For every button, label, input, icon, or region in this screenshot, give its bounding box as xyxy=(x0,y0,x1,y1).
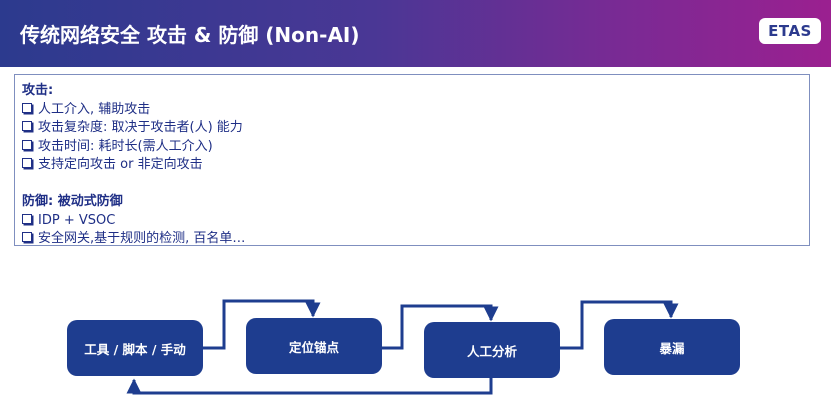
defense-item: IDP + VSOC xyxy=(22,212,809,231)
checkbox-icon xyxy=(22,121,32,131)
flow-node-tools: 工具 / 脚本 / 手动 xyxy=(67,320,203,376)
flow-node-exposure: 暴漏 xyxy=(604,319,740,375)
attack-heading: 攻击: xyxy=(22,83,54,98)
arrow-3-1-feedback xyxy=(126,376,493,395)
attack-item: 人工介入, 辅助攻击 xyxy=(22,101,809,120)
arrow-2-3 xyxy=(382,304,499,350)
process-flow: 工具 / 脚本 / 手动 定位锚点 人工分析 暴漏 xyxy=(0,290,831,403)
arrow-1-2 xyxy=(203,299,321,350)
checkbox-icon xyxy=(22,213,32,224)
attack-item: 攻击时间: 耗时长(需人工介入) xyxy=(22,138,809,157)
slide-header: 传统网络安全 攻击 & 防御 (Non-AI) ETAS xyxy=(0,0,831,67)
flow-connectors xyxy=(126,299,679,395)
flow-node-manual-analysis: 人工分析 xyxy=(424,322,560,378)
defense-heading: 防御: 被动式防御 xyxy=(22,194,123,209)
spacer xyxy=(22,175,809,194)
defense-item: 安全网关,基于规则的检测, 百名单… xyxy=(22,230,809,249)
slide-title: 传统网络安全 攻击 & 防御 (Non-AI) xyxy=(20,23,360,47)
attack-item: 支持定向攻击 or 非定向攻击 xyxy=(22,156,809,175)
checkbox-icon xyxy=(22,158,32,168)
flow-node-locate-anchor: 定位锚点 xyxy=(246,318,382,374)
content-box: 攻击: 人工介入, 辅助攻击 攻击复杂度: 取决于攻击者(人) 能力 攻击时间:… xyxy=(14,74,810,246)
checkbox-icon xyxy=(22,139,32,150)
etas-logo: ETAS xyxy=(759,18,821,44)
checkbox-icon xyxy=(22,232,32,242)
arrow-3-4 xyxy=(560,300,679,350)
attack-item: 攻击复杂度: 取决于攻击者(人) 能力 xyxy=(22,119,809,138)
checkbox-icon xyxy=(22,102,32,113)
